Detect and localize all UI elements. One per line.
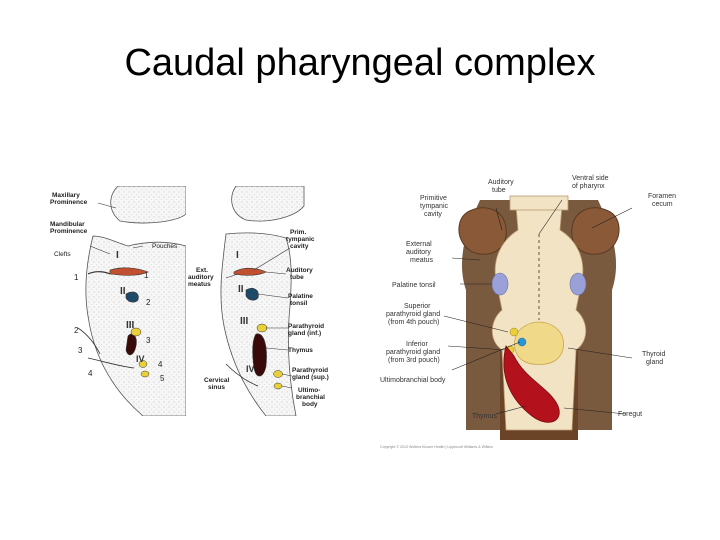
thymus-label: Thymus: [472, 413, 497, 420]
pouch-num-4: 4: [158, 360, 163, 369]
ultimobranchial-body: [273, 382, 283, 390]
superior-parathyroid-label: Superior parathyroid gland (from 4th pou…: [386, 303, 442, 326]
pouch-5-body: [140, 370, 150, 378]
ventral-side-label: Ventral side of pharynx: [572, 175, 611, 190]
roman-III: III: [240, 316, 249, 327]
auditory-tube-label: Auditory tube: [488, 179, 516, 194]
thyroid-gland-label: Thyroid gland: [642, 351, 667, 366]
pouch-num-1: 1: [144, 271, 149, 280]
left-palatine-tonsil: [491, 272, 509, 296]
roman-II: II: [238, 284, 244, 295]
tympanic-cavity: [233, 267, 267, 276]
prim-tympanic-label: Prim. tympanic cavity: [286, 229, 316, 250]
cervical-sinus-label: Cervical sinus: [204, 377, 231, 391]
cleft-arrows: [77, 327, 135, 369]
right-tympanic-lobe: [571, 207, 620, 255]
palatine-tonsil: [245, 288, 259, 301]
ultimobranchial-label: Ultimobranchial body: [380, 377, 446, 384]
foramen-cecum-label: Foramen cecum: [648, 193, 678, 208]
middle-embryo-diagram: I II III IV Prim. tympanic cavity Ext. a…: [186, 186, 336, 416]
auditory-tube-label: Auditory tube: [286, 267, 315, 281]
parathyroid-sup-label: Parathyroid gland (sup.): [292, 367, 330, 381]
cleft-num-2: 2: [74, 326, 79, 335]
copyright-text: Copyright © 2010 Wolters Kluwer Health |…: [380, 445, 493, 449]
thyroid-gland: [514, 321, 564, 365]
palatine-tonsil-label: Palatine tonsil: [288, 293, 315, 307]
left-embryo-svg: Maxillary Prominence Mandibular Prominen…: [50, 186, 186, 416]
pouch-num-2: 2: [146, 298, 151, 307]
middle-embryo-svg: I II III IV Prim. tympanic cavity Ext. a…: [188, 186, 330, 416]
pouch-3-parathyroid: [130, 327, 142, 337]
parathyroid-sup: [273, 370, 283, 378]
thymus-strand: [503, 345, 560, 423]
maxillary-label: Maxillary Prominence: [50, 192, 88, 206]
pharynx-svg: Auditory tube Ventral side of pharynx Pr…: [380, 175, 678, 449]
cleft-num-3: 3: [78, 346, 83, 355]
left-embryo-diagram: Maxillary Prominence Mandibular Prominen…: [48, 186, 186, 416]
parathyroid-inf-label: Parathyroid gland (inf.): [288, 323, 326, 337]
roman-IV: IV: [246, 364, 255, 374]
pouches-label: Pouches: [152, 243, 178, 250]
cleft-num-4: 4: [88, 369, 93, 378]
pouch-1: [109, 267, 149, 276]
roman-II: II: [120, 286, 126, 297]
external-auditory-label: External auditory meatus: [406, 241, 434, 264]
pharynx-illustration: Auditory tube Ventral side of pharynx Pr…: [376, 170, 694, 456]
clefts-label: Clefts: [54, 251, 71, 258]
slide-title: Caudal pharyngeal complex: [124, 42, 596, 84]
body-outline: [85, 235, 186, 416]
cleft-1: [87, 271, 111, 275]
superior-parathyroid-left: [509, 327, 519, 337]
body-outline: [220, 232, 297, 416]
ultimobranchial-left: [517, 337, 527, 347]
pouch-num-5: 5: [160, 374, 165, 383]
roman-IV: IV: [136, 354, 145, 364]
palatine-tonsil-label: Palatine tonsil: [392, 282, 436, 289]
pouch-2: [125, 291, 139, 303]
head-outline: [231, 186, 305, 222]
primitive-tympanic-label: Primitive tympanic cavity: [420, 195, 450, 218]
left-tympanic-lobe: [458, 207, 507, 255]
roman-I: I: [236, 250, 239, 261]
roman-I: I: [116, 250, 119, 261]
ultimobranchial-label: Ultimo- branchial body: [296, 387, 327, 408]
cleft-num-1: 1: [74, 273, 79, 282]
pouch-num-3: 3: [146, 336, 151, 345]
thymus-label: Thymus: [288, 347, 313, 354]
mandibular-label: Mandibular Prominence: [50, 221, 88, 235]
ext-auditory-label: Ext. auditory meatus: [188, 267, 215, 288]
right-palatine-tonsil: [569, 272, 587, 296]
cervical-sinus: [225, 363, 259, 387]
pouch-4-parathyroid: [138, 360, 148, 368]
foregut-label: Foregut: [618, 411, 642, 418]
pharynx-top: [509, 195, 569, 211]
parathyroid-inf: [256, 323, 268, 333]
head-outline: [110, 186, 186, 224]
inferior-parathyroid-label: Inferior parathyroid gland (from 3rd pou…: [386, 341, 442, 364]
thymus-shape: [252, 333, 267, 377]
roman-III: III: [126, 320, 135, 331]
